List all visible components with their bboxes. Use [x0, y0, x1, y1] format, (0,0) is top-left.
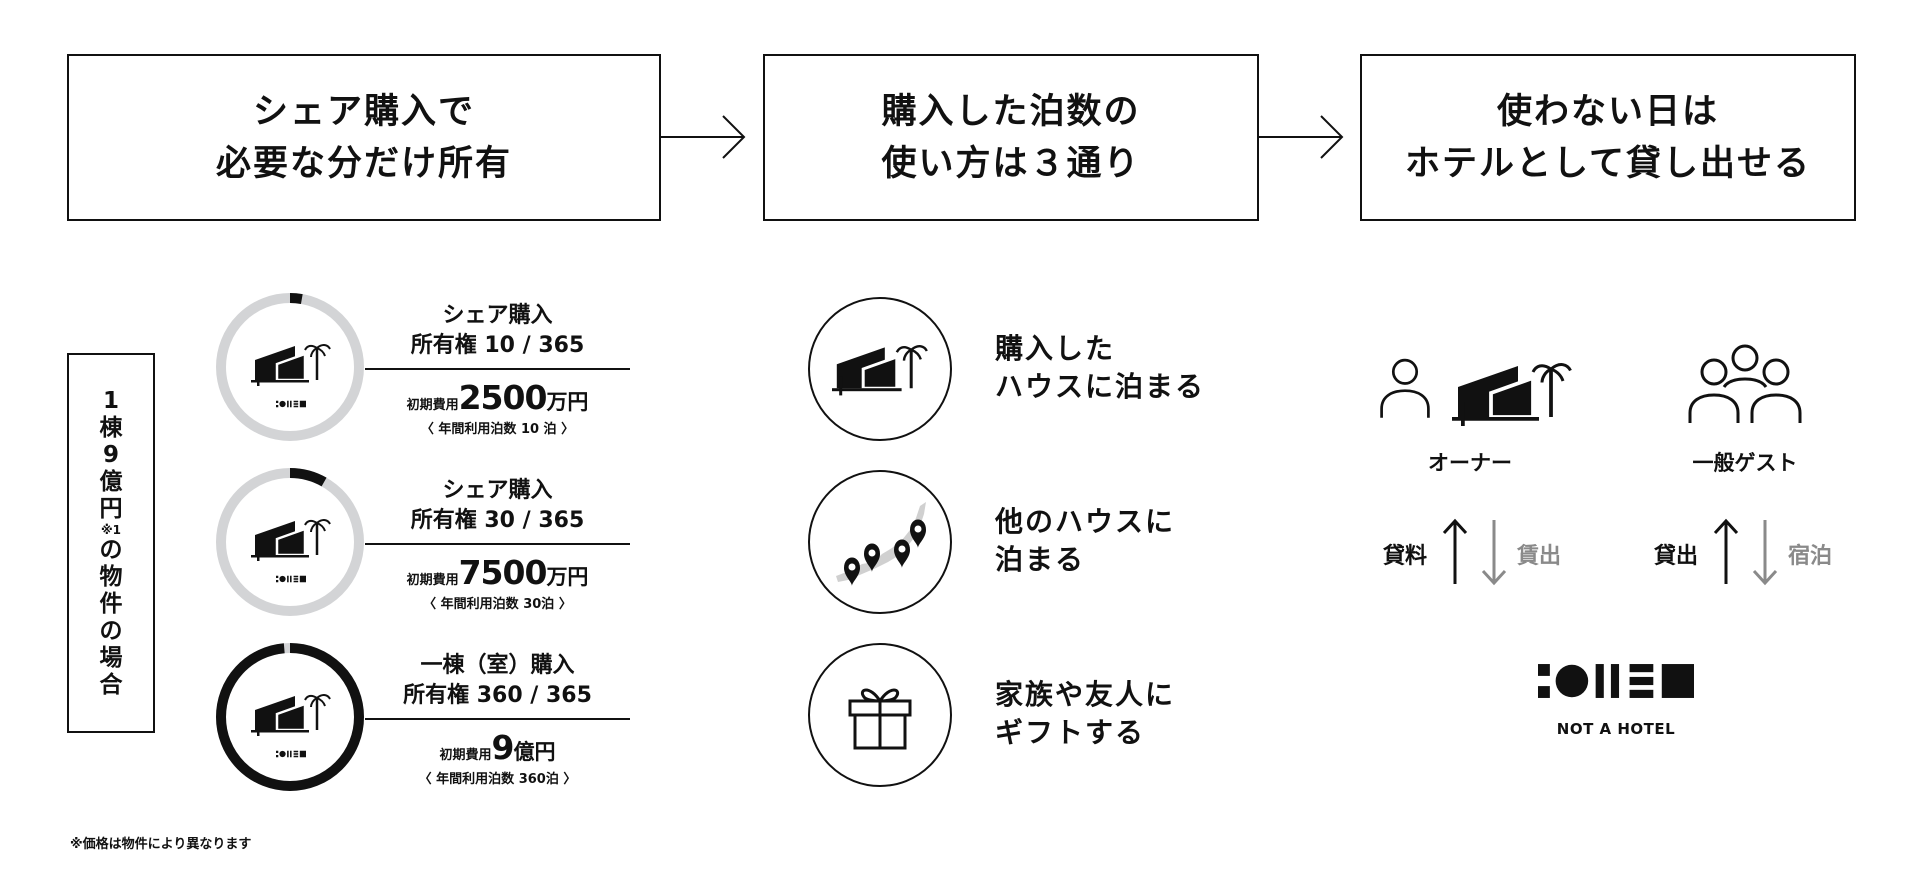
brand-name: NOT A HOTEL [1556, 720, 1676, 738]
arrow-down-icon [1481, 520, 1507, 586]
step-3-line-2: ホテルとして貸し出せる [1405, 143, 1811, 184]
tier-2-rule [365, 543, 630, 545]
step-2-line-1: 購入した泊数の [881, 91, 1141, 132]
use-1-text: 購入した ハウスに泊まる [995, 330, 1205, 406]
arrow-down-icon [1752, 520, 1778, 586]
arrow-up-icon [1442, 518, 1468, 584]
use-1-line-1: 購入した [995, 332, 1116, 365]
map-pin-icon [894, 539, 910, 568]
brand-logo-icon [276, 750, 306, 758]
step-box-3: 使わない日は ホテルとして貸し出せる [1360, 54, 1856, 221]
vertical-char: 円 [99, 495, 123, 522]
tier-2-note: 〈 年間利用泊数 30泊 〉 [423, 597, 572, 612]
guest-flow-up-label: 貸出 [1654, 544, 1699, 569]
footnote-marker: ※1 [100, 522, 121, 537]
arrow-right-icon [1259, 115, 1344, 159]
tier-3-price: 初期費用9億円 [365, 728, 630, 767]
vertical-char: 場 [99, 644, 123, 671]
tier-2-price: 初期費用7500万円 [365, 553, 630, 592]
tier-1-price: 初期費用2500万円 [365, 378, 630, 417]
price-label: 初期費用 [406, 573, 459, 588]
tier-2-title: シェア購入 [442, 478, 553, 503]
use-1-line-2: ハウスに泊まる [995, 370, 1206, 403]
ownership-ring-30 [216, 468, 364, 616]
step-1-line-2: 必要な分だけ所有 [215, 143, 512, 184]
owner-person-icon [1378, 355, 1432, 421]
gift-icon [848, 688, 912, 750]
vertical-char: 1 [102, 387, 119, 414]
arrow-up-icon [1713, 518, 1739, 584]
tier-3-ownership: 所有権 360 / 365 [403, 683, 592, 708]
owner-flow-down-label: 賃出 [1517, 544, 1562, 569]
house-icon [1450, 357, 1574, 429]
map-pin-icon [910, 519, 926, 548]
tier-3-title: 一棟（室）購入 [420, 653, 575, 678]
vertical-char: 物 [99, 563, 123, 590]
tier-3-note: 〈 年間利用泊数 360泊 〉 [418, 772, 577, 787]
map-pin-icon [844, 557, 860, 586]
map-pin-icon [864, 543, 880, 572]
house-icon [251, 343, 331, 388]
step-1-line-1: シェア購入で [252, 91, 475, 132]
arrow-right-icon [661, 115, 746, 159]
price-unit: 万円 [546, 390, 589, 414]
guest-label: 一般ゲスト [1692, 451, 1798, 475]
group-people-icon [1688, 344, 1802, 423]
vertical-char: の [99, 617, 123, 644]
price-unit: 億円 [513, 740, 556, 764]
guest-flow-down-label: 宿泊 [1788, 544, 1833, 569]
not-a-hotel-logo-icon [1538, 660, 1694, 702]
japan-map-pins-icon [836, 502, 926, 586]
ownership-ring-360 [216, 643, 364, 791]
tier-1-ownership: 所有権 10 / 365 [410, 333, 585, 358]
tier-1-note: 〈 年間利用泊数 10 泊 〉 [420, 422, 575, 437]
use-2-line-1: 他のハウスに [995, 505, 1176, 538]
price-value: 2500 [458, 378, 548, 417]
ownership-ring-10 [216, 293, 364, 441]
use-3-line-2: ギフトする [995, 716, 1146, 749]
tier-3-rule [365, 718, 630, 720]
vertical-char: 億 [99, 468, 123, 495]
vertical-char: 棟 [99, 414, 123, 441]
ring-fill [216, 293, 364, 441]
owner-flow-up-label: 貸料 [1383, 544, 1428, 569]
brand-logo-icon [276, 400, 306, 408]
price-unit: 万円 [546, 565, 589, 589]
use-2-line-2: 泊まる [995, 543, 1086, 576]
use-stay-own-house [808, 297, 952, 441]
vertical-char: 合 [99, 671, 123, 698]
step-2-line-2: 使い方は３通り [881, 143, 1141, 184]
ring-fill [216, 643, 364, 791]
step-box-1: シェア購入で 必要な分だけ所有 [67, 54, 661, 221]
tier-2-ownership: 所有権 30 / 365 [410, 508, 585, 533]
property-condition-label: 1 棟 9 億 円 ※1 の 物 件 の 場 合 [67, 353, 155, 733]
tier-1-rule [365, 368, 630, 370]
house-icon [251, 518, 331, 563]
brand-logo-icon [276, 575, 306, 583]
price-label: 初期費用 [406, 398, 459, 413]
use-gift [808, 643, 952, 787]
owner-label: オーナー [1428, 451, 1512, 475]
price-label: 初期費用 [439, 748, 492, 763]
price-value: 7500 [458, 553, 548, 592]
house-icon [251, 693, 331, 738]
use-3-line-1: 家族や友人に [995, 678, 1176, 711]
ring-fill [216, 468, 364, 616]
house-icon [832, 340, 928, 398]
vertical-char: 9 [102, 441, 119, 468]
step-box-2: 購入した泊数の 使い方は３通り [763, 54, 1259, 221]
step-3-line-1: 使わない日は [1496, 91, 1719, 132]
footnote: ※価格は物件により異なります [70, 837, 252, 852]
vertical-char: の [99, 536, 123, 563]
use-2-text: 他のハウスに 泊まる [995, 503, 1175, 579]
price-value: 9 [491, 728, 515, 767]
vertical-char: 件 [99, 590, 123, 617]
tier-1-title: シェア購入 [442, 303, 553, 328]
use-3-text: 家族や友人に ギフトする [995, 676, 1175, 752]
use-stay-other-house [808, 470, 952, 614]
